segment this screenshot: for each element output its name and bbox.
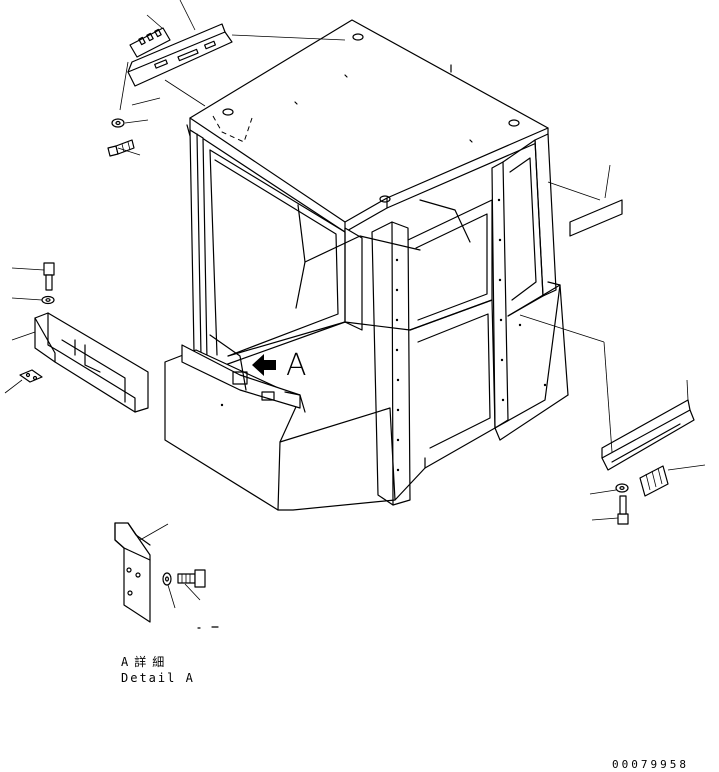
view-arrow [252,354,276,376]
drawing-number: 00079958 [612,758,689,771]
sun-visor-assembly [119,0,346,111]
detail-title-japanese: A詳細 [121,655,171,669]
handrail-assembly [4,262,149,413]
washer-bolt-top [107,97,161,157]
right-visor-assembly [519,314,706,525]
cab-body [164,129,569,511]
cab-roof [186,19,549,233]
view-label: A [286,348,307,383]
caution-plate [547,164,623,237]
pillar-rivets [220,198,547,472]
detail-title-english: Detail A [121,671,195,685]
detail-a-drawing [114,522,219,629]
